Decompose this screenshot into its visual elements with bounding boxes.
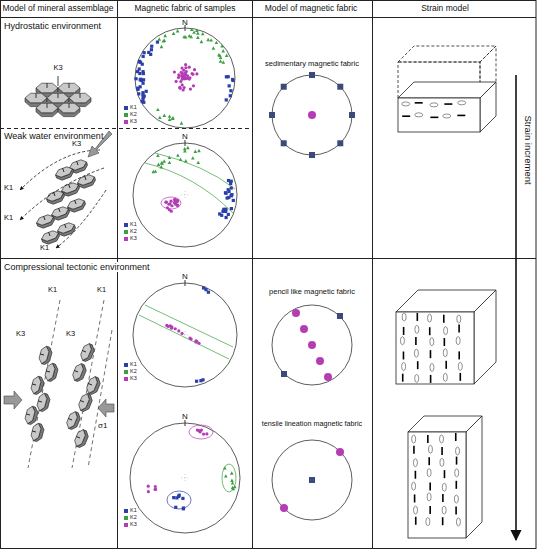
hex-platelet	[71, 362, 88, 383]
mineral-cluster	[25, 76, 91, 117]
legend-swatch	[124, 237, 128, 241]
legend-item: K1	[124, 362, 137, 368]
legend-swatch	[124, 377, 128, 381]
legend-text: K2	[130, 112, 137, 118]
legend-swatch	[124, 223, 128, 227]
fabric-model	[272, 440, 352, 520]
column-header: Model of magnetic fabric	[265, 4, 358, 14]
legend-text: K1	[130, 362, 137, 368]
hex-platelet	[85, 375, 102, 396]
hex-platelet	[30, 422, 45, 442]
hex-platelet	[58, 103, 80, 117]
hex-platelet	[77, 392, 94, 413]
hex-platelet	[44, 362, 59, 382]
hex-platelet	[30, 375, 45, 395]
axis-label: K3	[72, 140, 81, 149]
strain-block	[398, 82, 496, 132]
legend-swatch	[124, 106, 128, 110]
legend-item: K2	[124, 229, 137, 235]
strain-block	[398, 46, 496, 98]
legend-item: K1	[124, 105, 137, 111]
axis-label: K1	[40, 244, 49, 253]
legend-text: K2	[130, 229, 137, 235]
legend-swatch	[124, 363, 128, 367]
stereonet	[134, 25, 235, 128]
hex-platelet	[54, 165, 75, 182]
hex-platelet	[24, 405, 39, 425]
fabric-model	[269, 72, 355, 158]
fabric-label: tensile lineation magnetic fabric	[262, 420, 362, 428]
axis-label: K1	[48, 286, 57, 295]
legend-item: K3	[124, 522, 137, 528]
legend-text: K1	[130, 105, 137, 111]
legend-swatch	[124, 370, 128, 374]
axis-label: K1	[97, 286, 106, 295]
strain-block	[396, 290, 496, 384]
fabric-model	[272, 305, 352, 385]
legend-item: K2	[124, 112, 137, 118]
legend-text: K2	[130, 369, 137, 375]
axis-label: K3	[66, 330, 75, 339]
fabric-label: pencil like magnetic fabric	[269, 288, 355, 297]
hex-platelet	[65, 410, 82, 431]
legend-text: K2	[130, 515, 137, 521]
row-label: Compressional tectonic environment	[4, 262, 152, 272]
axis-label: Strain increment	[523, 115, 534, 184]
north-label: N	[182, 412, 188, 421]
axis-label: K3	[16, 330, 25, 339]
legend-text: K1	[130, 222, 137, 228]
legend-item: K3	[124, 376, 137, 382]
legend-item: K3	[124, 236, 137, 242]
stereonet	[133, 280, 237, 387]
axis-label: K1	[4, 214, 13, 223]
legend-text: K3	[130, 236, 137, 242]
legend-item: K2	[124, 515, 137, 521]
legend-swatch	[124, 516, 128, 520]
north-label: N	[182, 18, 188, 27]
stereonet	[130, 420, 240, 533]
increment-arrow	[515, 75, 517, 540]
legend-swatch	[124, 120, 128, 124]
legend-swatch	[124, 113, 128, 117]
stress-label: σ1	[98, 421, 107, 430]
legend-swatch	[124, 509, 128, 513]
mineral-cluster	[4, 300, 114, 468]
axis-label: K1	[4, 184, 13, 193]
legend-item: K2	[124, 369, 137, 375]
row-label: Hydrostatic environment	[4, 21, 101, 31]
strain-block	[408, 416, 482, 538]
legend-item: K1	[124, 222, 137, 228]
fabric-label: sedimentary magnetic fabric	[265, 60, 359, 69]
column-header: Strain model	[421, 4, 469, 14]
hex-platelet	[38, 345, 53, 365]
legend-item: K1	[124, 508, 137, 514]
hex-platelet	[73, 428, 90, 449]
hex-platelet	[45, 189, 66, 206]
row-label: Weak water environment	[4, 131, 103, 141]
column-header: Magnetic fabric of samples	[134, 4, 235, 14]
legend-text: K3	[130, 119, 137, 125]
axis-label: K3	[53, 64, 62, 73]
hex-platelet	[35, 213, 56, 230]
legend-text: K3	[130, 522, 137, 528]
hex-platelet	[36, 103, 58, 117]
legend-text: K3	[130, 376, 137, 382]
north-label: N	[182, 272, 188, 281]
hex-platelet	[79, 342, 96, 363]
column-header: Model of mineral assemblage	[2, 4, 113, 14]
legend-swatch	[124, 523, 128, 527]
stereonet	[133, 140, 237, 247]
legend-item: K3	[124, 119, 137, 125]
legend-text: K1	[130, 508, 137, 514]
mineral-cluster	[20, 131, 112, 248]
hex-platelet	[36, 392, 51, 412]
north-label: N	[182, 132, 188, 141]
legend-swatch	[124, 230, 128, 234]
